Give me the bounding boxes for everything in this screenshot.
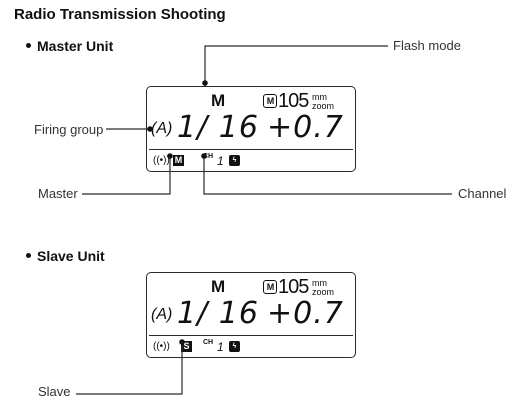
channel-value: 1 xyxy=(217,154,224,168)
slave-unit-heading: Slave Unit xyxy=(26,248,105,264)
zoom-value: 105 xyxy=(278,276,309,298)
radio-icon: ((•)) xyxy=(153,155,170,166)
leader-dot xyxy=(147,126,153,132)
slave-role-badge: S xyxy=(181,341,192,352)
firing-group-indicator: (A) xyxy=(151,120,173,137)
firing-group-indicator: (A) xyxy=(151,306,173,323)
leader-dot xyxy=(179,339,185,345)
master-role-badge: M xyxy=(173,155,184,166)
lcd-separator xyxy=(149,149,353,150)
power-ratio: 1/ 16 xyxy=(177,296,259,331)
leader-dot xyxy=(201,153,207,159)
bullet-icon xyxy=(26,42,31,48)
leader-channel xyxy=(203,158,452,195)
flash-icon: ϟ xyxy=(229,155,240,166)
leader-dot xyxy=(167,153,173,159)
callout-flash-mode: Flash mode xyxy=(393,38,461,53)
channel-label: CH xyxy=(203,153,214,160)
zoom-mode-badge: M xyxy=(263,94,277,108)
exposure-compensation: +0.7 xyxy=(267,296,344,331)
flash-mode-indicator: M xyxy=(211,91,226,110)
zoom-value: 105 xyxy=(278,90,309,112)
bullet-icon xyxy=(26,252,31,258)
callout-channel: Channel xyxy=(458,186,507,201)
callout-firing-group: Firing group xyxy=(34,122,104,137)
leader-dot xyxy=(202,80,208,86)
callout-slave: Slave xyxy=(38,384,71,399)
leader-master xyxy=(82,158,171,195)
flash-mode-indicator: M xyxy=(211,277,226,296)
exposure-compensation: +0.7 xyxy=(267,110,344,145)
power-ratio: 1/ 16 xyxy=(177,110,259,145)
channel-value: 1 xyxy=(217,340,224,354)
leader-flash-mode xyxy=(204,45,388,86)
radio-icon: ((•)) xyxy=(153,341,170,352)
lcd-separator xyxy=(149,335,353,336)
callout-master: Master xyxy=(38,186,78,201)
flash-icon: ϟ xyxy=(229,341,240,352)
page-title: Radio Transmission Shooting xyxy=(14,6,226,23)
channel-label: CH xyxy=(203,339,214,346)
master-unit-heading: Master Unit xyxy=(26,38,113,54)
zoom-mode-badge: M xyxy=(263,280,277,294)
leader-slave xyxy=(76,344,183,395)
